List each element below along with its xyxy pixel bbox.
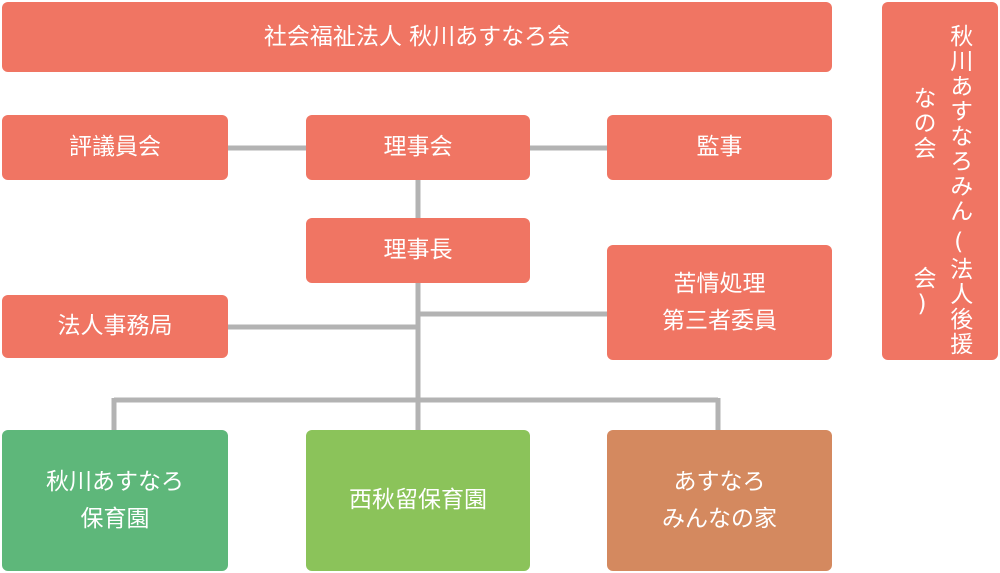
community-home-box: あすなろ みんなの家: [607, 430, 832, 571]
auditor-box: 監事: [607, 115, 832, 180]
grievance-line2: 第三者委員: [662, 307, 777, 334]
chairman-box: 理事長: [306, 218, 530, 283]
secretariat-box: 法人事務局: [2, 295, 228, 358]
council-box: 評議員会: [2, 115, 228, 180]
nursery1-box: 秋川あすなろ 保育園: [2, 430, 228, 571]
board-box: 理事会: [306, 115, 530, 180]
home-line1: あすなろ: [673, 468, 766, 495]
support-group-line2: (法人後援会): [909, 228, 972, 357]
home-line2: みんなの家: [662, 505, 777, 532]
council-label: 評議員会: [69, 134, 161, 161]
support-group-box: 秋川あすなろみんなの会 (法人後援会): [882, 2, 998, 360]
grievance-line1: 苦情処理: [673, 270, 766, 297]
nursery1-line2: 保育園: [80, 505, 150, 532]
auditor-label: 監事: [696, 134, 743, 161]
secretariat-label: 法人事務局: [57, 313, 173, 340]
org-name-box: 社会福祉法人 秋川あすなろ会: [2, 2, 832, 72]
org-name: 社会福祉法人 秋川あすなろ会: [263, 23, 571, 50]
nursery1-line1: 秋川あすなろ: [46, 468, 184, 495]
support-group-line1: 秋川あすなろみんなの会: [909, 23, 972, 224]
grievance-committee-box: 苦情処理 第三者委員: [607, 245, 832, 360]
nursery2-box: 西秋留保育園: [306, 430, 530, 571]
nursery2-label: 西秋留保育園: [349, 487, 487, 514]
chairman-label: 理事長: [383, 237, 453, 264]
board-label: 理事会: [383, 134, 453, 161]
